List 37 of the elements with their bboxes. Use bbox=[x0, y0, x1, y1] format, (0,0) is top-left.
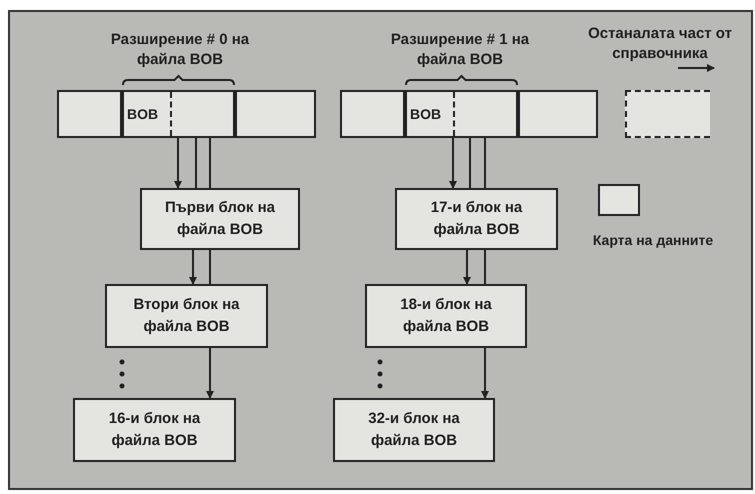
heading-label: Разширение # 0 на файла BOB bbox=[110, 30, 250, 70]
cell-text: BOB bbox=[410, 105, 442, 124]
connector-line bbox=[195, 138, 197, 188]
directory-cell bbox=[235, 90, 316, 138]
block-box bbox=[365, 284, 527, 348]
legend-label: Карта на данните bbox=[592, 231, 714, 250]
connector-line bbox=[209, 138, 211, 188]
directory-cell bbox=[518, 90, 598, 138]
block-box bbox=[395, 188, 558, 250]
cell-text: BOB bbox=[127, 105, 158, 124]
block-text: 18-и блок на файла BOB bbox=[399, 295, 493, 337]
directory-cell bbox=[340, 90, 405, 138]
partial-cell bbox=[625, 90, 710, 138]
arrow bbox=[174, 138, 182, 189]
connector-line bbox=[209, 250, 211, 284]
block-text: 17-и блок на файла BOB bbox=[430, 198, 524, 240]
heading-label: Останалата част от справочника bbox=[587, 24, 733, 64]
arrow bbox=[449, 138, 457, 189]
heading-label: Разширение # 1 на файла BOB bbox=[390, 30, 530, 70]
arrow bbox=[463, 250, 471, 285]
block-box bbox=[73, 398, 236, 462]
directory-cell bbox=[122, 90, 235, 138]
connector-line bbox=[484, 138, 486, 188]
block-text: 32-и блок на файла BOB bbox=[367, 409, 461, 451]
directory-cell bbox=[57, 90, 122, 138]
arrow bbox=[481, 348, 489, 399]
connector-line bbox=[469, 138, 471, 188]
arrow bbox=[189, 250, 197, 285]
connector-line bbox=[484, 250, 486, 284]
block-box bbox=[140, 188, 300, 250]
block-box bbox=[333, 398, 495, 462]
block-text: Втори блок на файла BOB bbox=[132, 295, 240, 337]
arrow bbox=[206, 348, 214, 399]
directory-cell bbox=[405, 90, 518, 138]
block-text: Първи блок на файла BOB bbox=[164, 198, 276, 240]
block-text: 16-и блок на файла BOB bbox=[108, 409, 202, 451]
block-box bbox=[105, 284, 268, 348]
